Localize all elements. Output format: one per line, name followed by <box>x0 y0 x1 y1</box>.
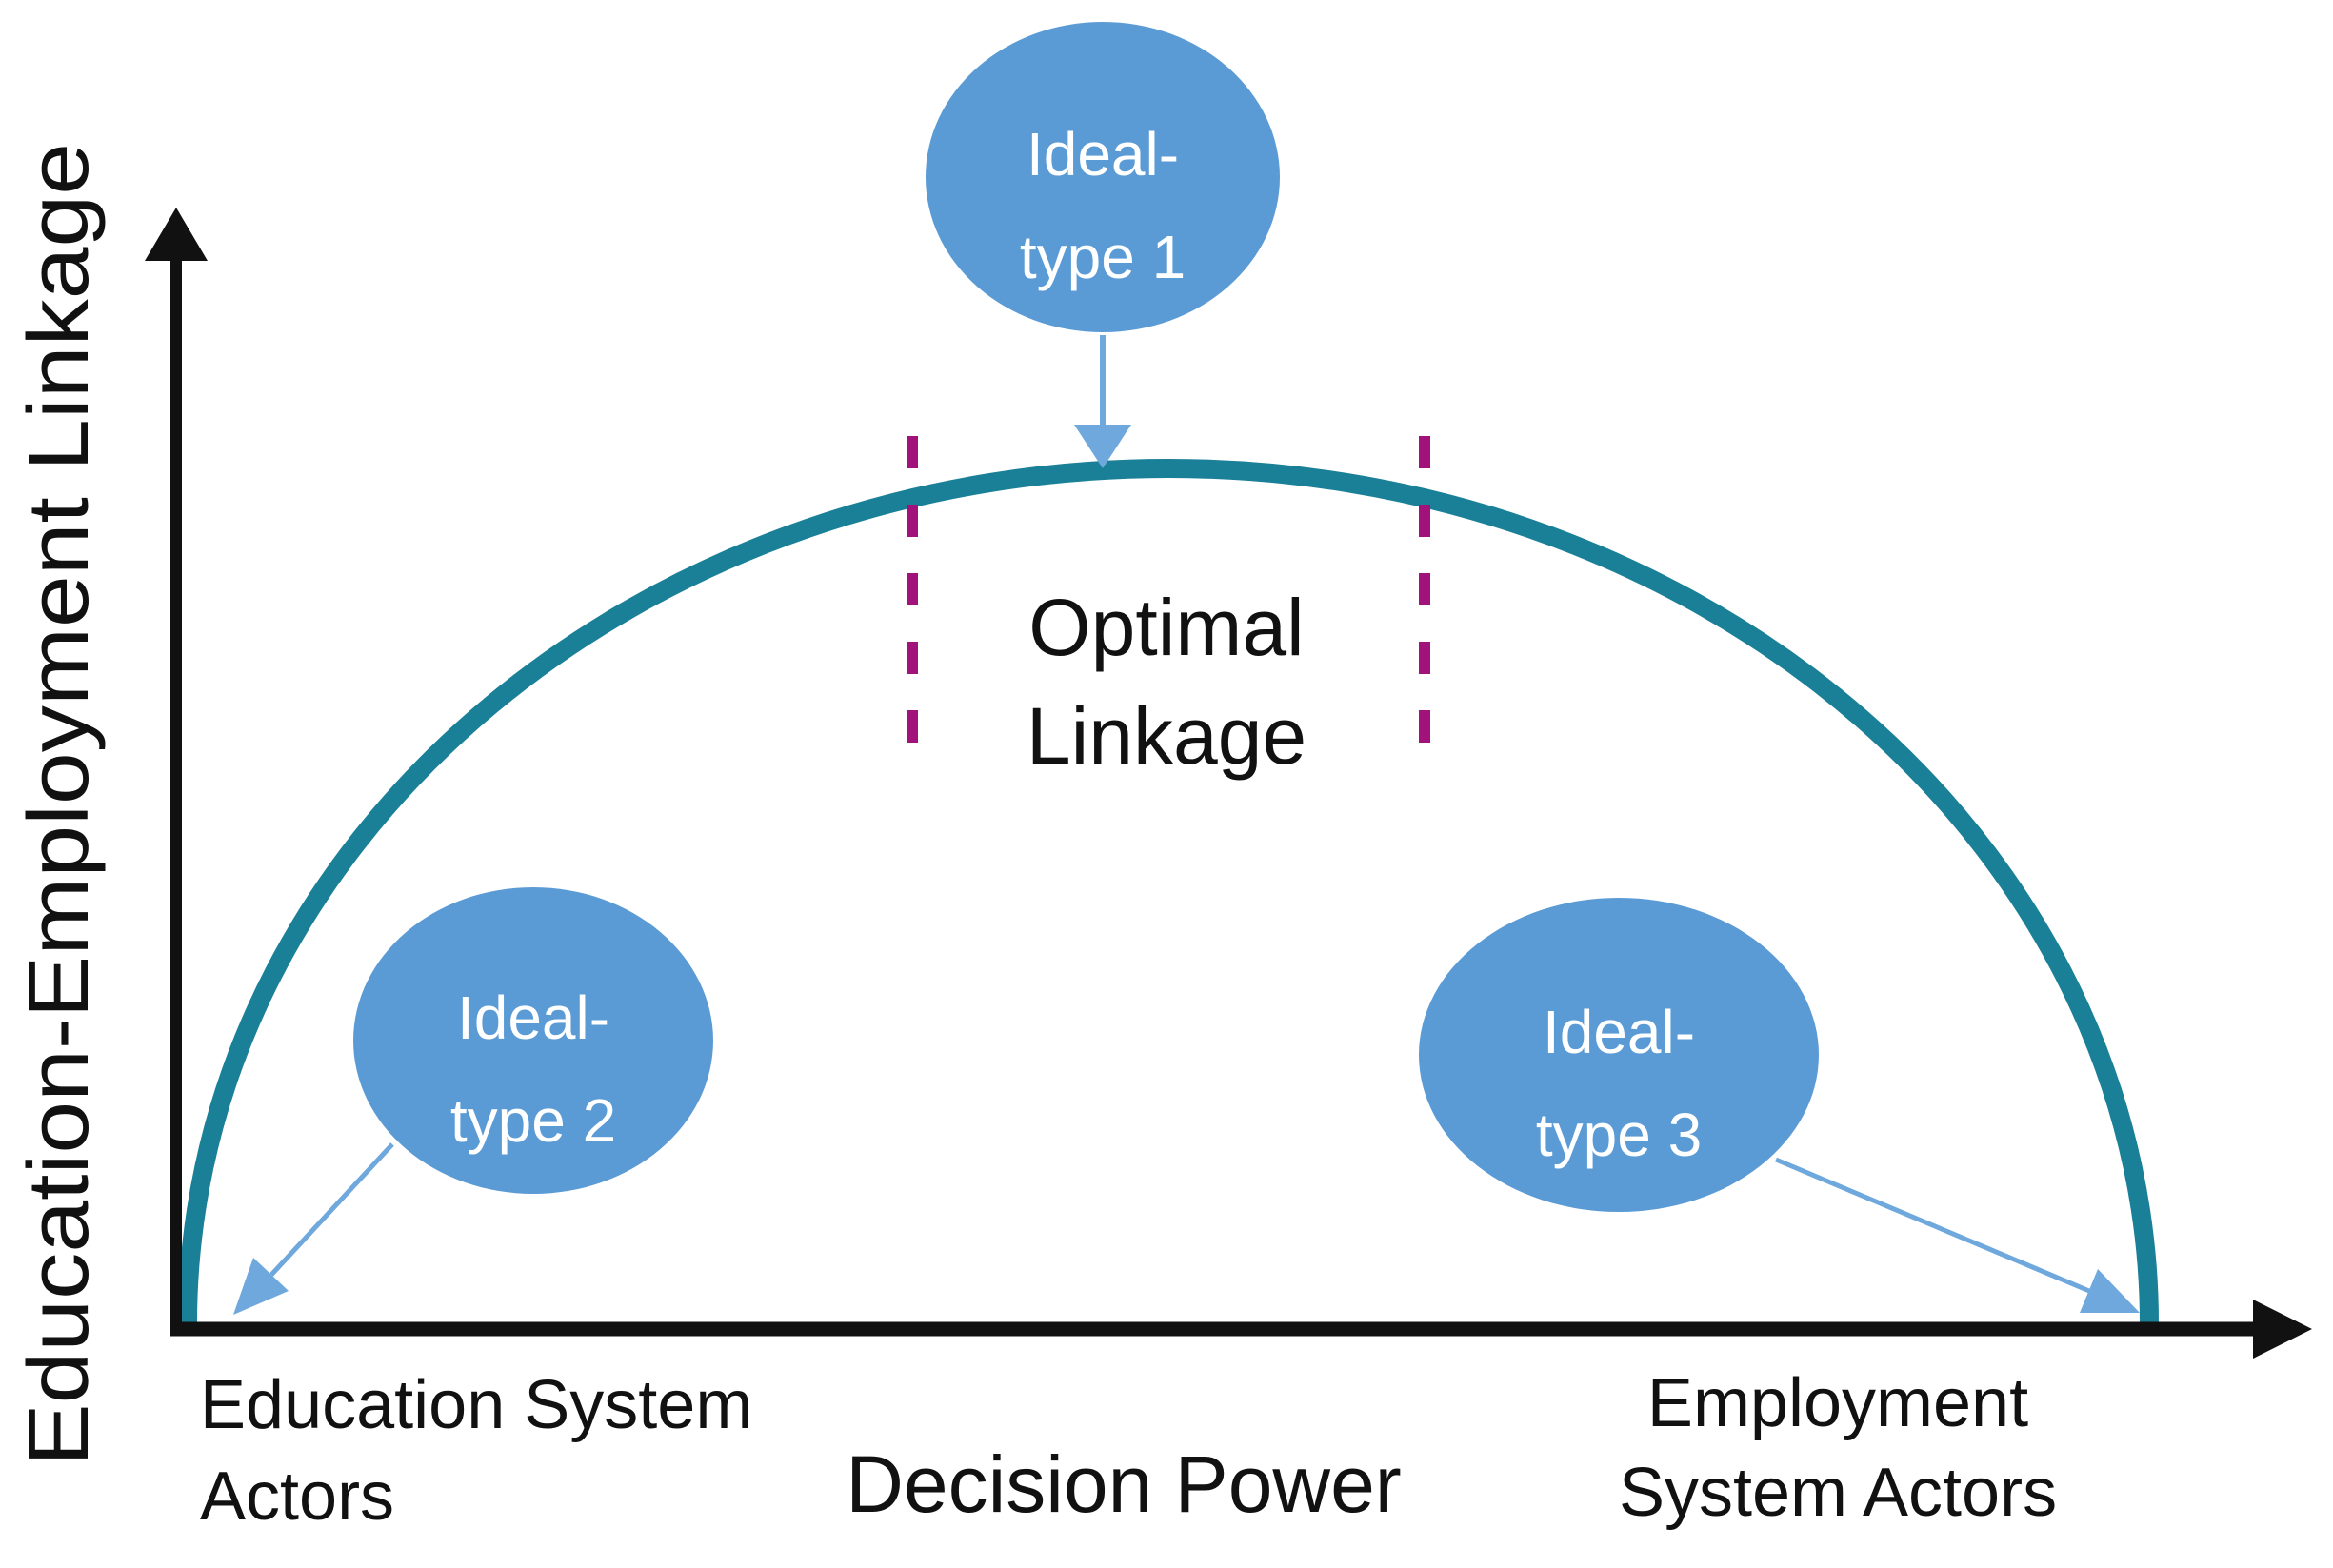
y-axis-arrowhead-icon <box>145 208 208 261</box>
linkage-curve <box>178 459 2159 1333</box>
ideal-type-2-node <box>353 887 713 1194</box>
ideal-type-2-arrow-line <box>269 1142 394 1277</box>
ideal-type-2-label-line2: type 2 <box>450 1086 616 1155</box>
ideal-type-2-arrowhead-icon <box>233 1258 289 1315</box>
x-axis-left-label-line2: Actors <box>200 1459 394 1535</box>
x-axis-right-label-line2: System Actors <box>1619 1455 2057 1531</box>
x-axis-left-label-line1: Education System <box>200 1367 752 1443</box>
ideal-type-1-label-line1: Ideal- <box>1027 120 1179 189</box>
optimal-linkage-label-line1: Optimal <box>1028 583 1304 672</box>
ideal-type-3-label-line2: type 3 <box>1536 1101 1702 1169</box>
ideal-type-1-label-line2: type 1 <box>1020 223 1186 291</box>
ideal-type-1-node <box>926 22 1280 332</box>
ideal-type-3-arrowhead-icon <box>2080 1269 2140 1313</box>
x-axis-right-label-line1: Employment <box>1647 1365 2028 1441</box>
y-axis-label: Education-Employment Linkage <box>11 143 107 1466</box>
ideal-type-3-label-line1: Ideal- <box>1543 998 1695 1066</box>
ideal-type-1-arrowhead-icon <box>1074 425 1131 468</box>
ideal-type-2-label-line1: Ideal- <box>457 983 609 1052</box>
x-axis-arrowhead-icon <box>2253 1300 2312 1359</box>
ideal-type-3-node <box>1419 898 1819 1212</box>
optimal-linkage-label-line2: Linkage <box>1027 691 1306 781</box>
x-axis-title: Decision Power <box>846 1439 1402 1529</box>
ideal-type-3-arrow-line <box>1775 1157 2090 1294</box>
